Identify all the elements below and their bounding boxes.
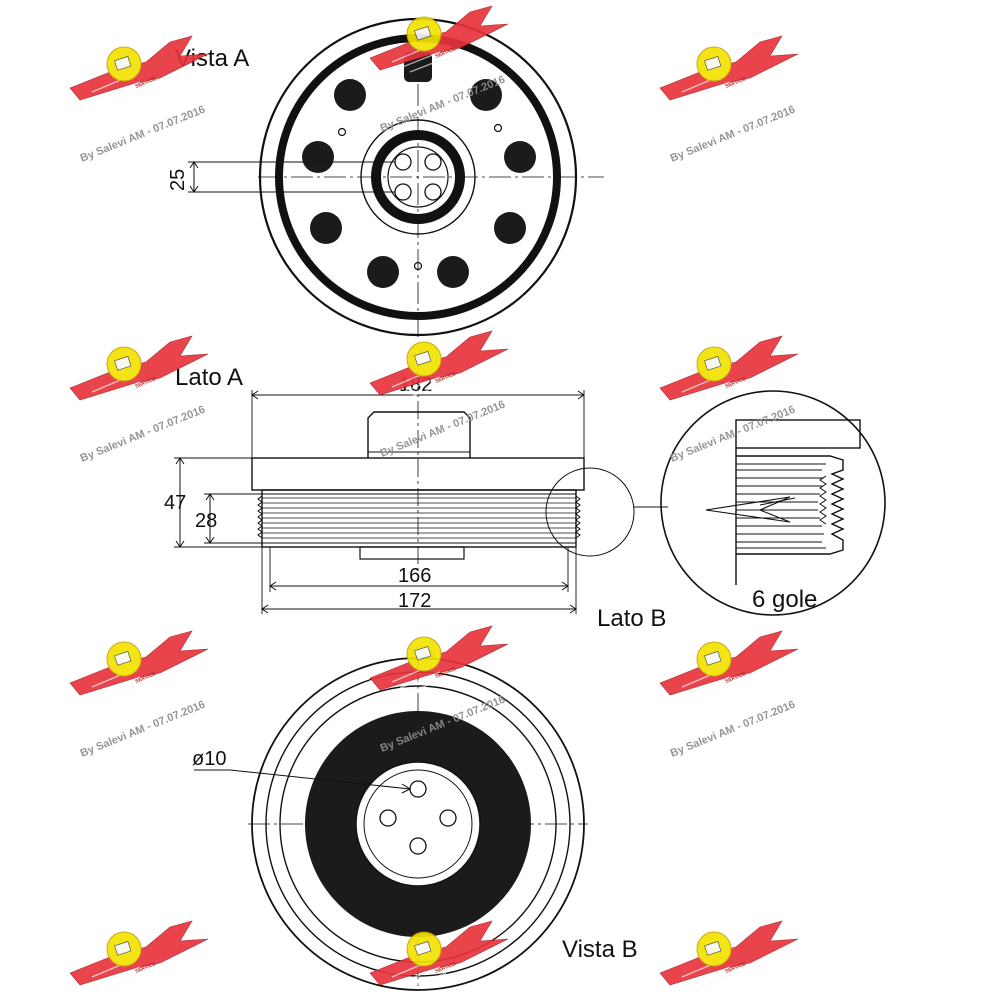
groove-detail-view: 6 gole: [660, 390, 886, 616]
dim-28: 28: [195, 493, 262, 544]
large-hole: [310, 212, 342, 244]
svg-text:By Salevi AM - 07.07.2016: By Salevi AM - 07.07.2016: [379, 399, 507, 460]
bolt-hole: [424, 153, 442, 171]
watermark-logo: By Salevi AM - 07.07.2016: [659, 630, 799, 760]
watermark-logo: By Salevi AM - 07.07.2016: [69, 35, 209, 165]
watermark-logo: By Salevi AM - 07.07.2016: [659, 35, 799, 165]
hub-hole: [379, 809, 397, 827]
lato-a-view: Lato A 182: [164, 364, 668, 632]
watermark-logo: By Salevi AM - 07.07.2016: [69, 630, 209, 760]
vista-b-label: Vista B: [562, 936, 638, 963]
bolt-hole: [394, 153, 412, 171]
lato-a-label: Lato A: [175, 364, 243, 391]
svg-text:By Salevi AM - 07.07.2016: By Salevi AM - 07.07.2016: [669, 104, 797, 165]
vista-a-large-holes: [302, 79, 536, 288]
large-hole: [302, 141, 334, 173]
hub-hole: [439, 809, 457, 827]
svg-text:By Salevi AM - 07.07.2016: By Salevi AM - 07.07.2016: [669, 699, 797, 760]
large-hole: [470, 79, 502, 111]
dim-25: 25: [167, 161, 395, 193]
pin-hole: [337, 127, 347, 137]
vista-a-hub-outer: [360, 119, 476, 235]
dim-47: 47: [164, 457, 262, 548]
vista-b-hub: [355, 761, 481, 887]
bolt-hole: [424, 183, 442, 201]
large-hole: [367, 256, 399, 288]
watermark-logo: [69, 920, 209, 988]
vista-b-hub-inner: [363, 769, 473, 879]
detail-grooves: [705, 455, 845, 555]
dim-166-label: 166: [398, 565, 431, 587]
lato-b-label: Lato B: [597, 605, 666, 632]
watermark-logo: By Salevi AM - 07.07.2016: [69, 335, 209, 465]
vista-a-hub-inner: [387, 146, 449, 208]
bolt-hole: [394, 183, 412, 201]
dim-28-label: 28: [195, 510, 217, 532]
dim-25-label: 25: [167, 169, 189, 191]
lato-a-bottom-hub: [359, 546, 465, 560]
dim-10-label: ø10: [192, 748, 226, 770]
hub-hole: [409, 837, 427, 855]
large-hole: [494, 212, 526, 244]
dim-47-label: 47: [164, 492, 186, 514]
svg-text:By Salevi AM - 07.07.2016: By Salevi AM - 07.07.2016: [79, 104, 207, 165]
dim-10: ø10: [192, 748, 412, 794]
large-hole: [504, 141, 536, 173]
svg-text:By Salevi AM - 07.07.2016: By Salevi AM - 07.07.2016: [79, 699, 207, 760]
large-hole: [437, 256, 469, 288]
lato-a-pulley-body: [261, 489, 577, 548]
vista-a-hub-ring: [371, 130, 465, 224]
watermark-logo: [659, 920, 799, 988]
lato-a-grooves: [257, 493, 581, 544]
dim-172: 172: [261, 547, 577, 614]
large-hole: [334, 79, 366, 111]
detail-callout-circle: [545, 467, 635, 557]
lato-a-boss: [367, 411, 471, 458]
dim-166: 166: [269, 547, 569, 592]
watermark-logo: By Salevi AM - 07.07.2016: [369, 5, 509, 135]
svg-text:By Salevi AM - 07.07.2016: By Salevi AM - 07.07.2016: [79, 404, 207, 465]
dim-172-label: 172: [398, 590, 431, 612]
pin-hole: [493, 123, 503, 133]
grooves-label: 6 gole: [752, 586, 817, 613]
detail-circle: [660, 390, 886, 616]
pin-hole: [413, 261, 423, 271]
